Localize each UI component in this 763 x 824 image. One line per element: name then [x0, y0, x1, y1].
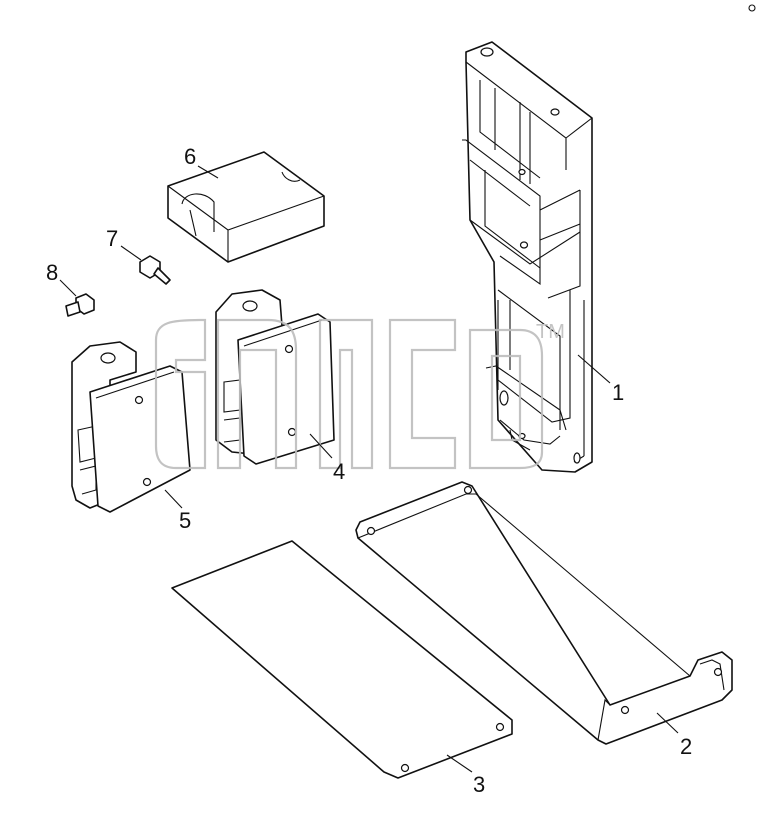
part-6-block [167, 151, 325, 263]
callout-5: 5 [179, 508, 191, 533]
part-2-l-plate [355, 481, 733, 745]
callout-labels: 1 2 3 4 5 6 7 8 [46, 144, 692, 797]
part-8-bolt [65, 293, 95, 317]
part-5-pad-holder [71, 341, 191, 513]
callout-3: 3 [473, 772, 485, 797]
callout-4: 4 [333, 459, 345, 484]
part-7-bolt [139, 255, 171, 285]
leader-lines [59, 165, 679, 773]
watermark-logo: TM [154, 318, 565, 470]
callout-8: 8 [46, 260, 58, 285]
callout-1: 1 [612, 380, 624, 405]
corner-mark-icon [748, 4, 756, 12]
callout-7: 7 [106, 226, 118, 251]
callout-2: 2 [680, 734, 692, 759]
part-3-sheet [171, 540, 513, 779]
part-1-bracket [462, 41, 593, 473]
watermark-trademark: TM [536, 321, 565, 343]
part-4-pad-holder [215, 289, 335, 465]
callout-6: 6 [184, 144, 196, 169]
